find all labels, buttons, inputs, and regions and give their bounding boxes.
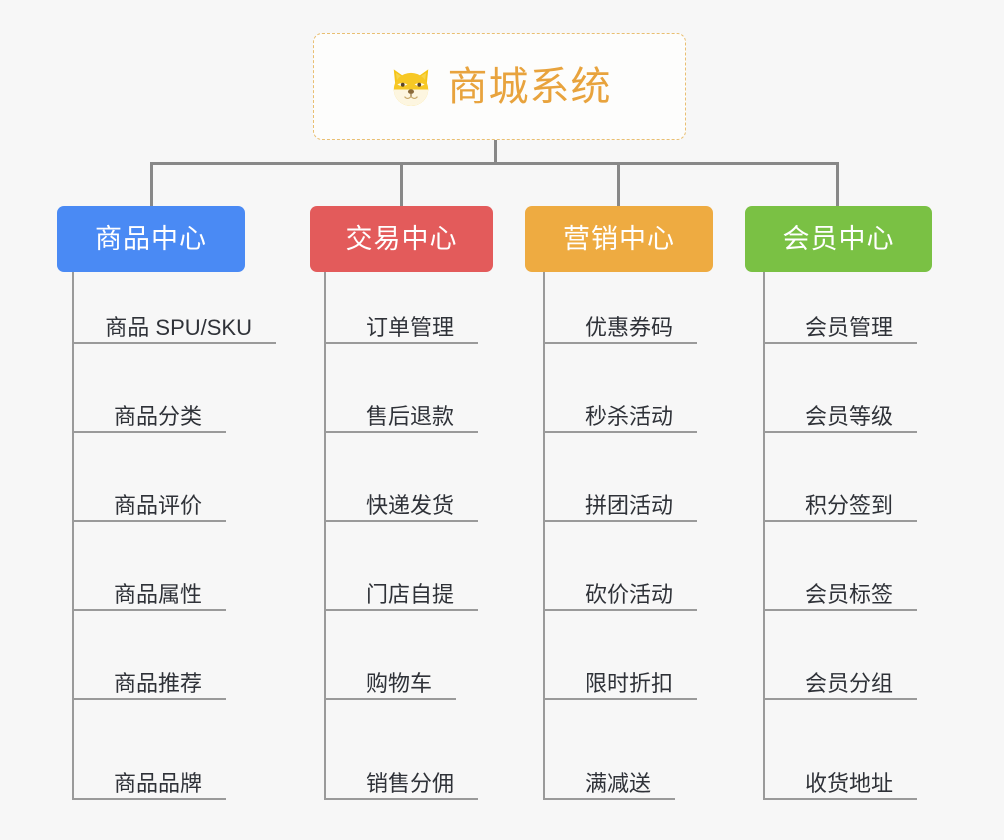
leaf-item-2-2[interactable]: 售后退款: [324, 387, 478, 433]
leaf-item-2-4[interactable]: 门店自提: [324, 565, 478, 611]
branch-header-marketing-center[interactable]: 营销中心: [525, 206, 713, 272]
leaf-item-label: 商品评价: [113, 492, 202, 518]
leaf-item-label: 订单管理: [365, 314, 454, 340]
leaf-item-1-5[interactable]: 商品推荐: [72, 654, 226, 700]
leaf-item-label: 商品 SPU/SKU: [105, 314, 252, 340]
leaf-item-label: 限时折扣: [584, 670, 673, 696]
leaf-item-label: 会员标签: [804, 581, 893, 607]
branch-trunk-3: [543, 272, 545, 800]
leaf-item-label: 商品品牌: [113, 770, 202, 796]
branch-trunk-2: [324, 272, 326, 800]
leaf-item-label: 购物车: [365, 670, 432, 696]
leaf-item-4-4[interactable]: 会员标签: [763, 565, 917, 611]
leaf-item-4-1[interactable]: 会员管理: [763, 298, 917, 344]
shiba-dog-face-icon: [393, 68, 428, 106]
branch-trunk-4: [763, 272, 765, 800]
leaf-item-3-5[interactable]: 限时折扣: [543, 654, 697, 700]
leaf-item-2-5[interactable]: 购物车: [324, 654, 456, 700]
leaf-item-label: 会员分组: [804, 670, 893, 696]
leaf-item-label: 秒杀活动: [584, 403, 673, 429]
leaf-item-1-2[interactable]: 商品分类: [72, 387, 226, 433]
leaf-item-label: 商品分类: [113, 403, 202, 429]
leaf-item-1-1[interactable]: 商品 SPU/SKU: [72, 298, 276, 344]
connector-drop-3: [617, 162, 620, 207]
branch-header-trade-center[interactable]: 交易中心: [310, 206, 493, 272]
leaf-item-4-3[interactable]: 积分签到: [763, 476, 917, 522]
root-node-label: 商城系统: [447, 64, 612, 109]
leaf-item-4-2[interactable]: 会员等级: [763, 387, 917, 433]
branch-header-label: 商品中心: [95, 223, 207, 254]
branch-header-product-center[interactable]: 商品中心: [57, 206, 245, 272]
connector-drop-2: [400, 162, 403, 207]
leaf-item-3-4[interactable]: 砍价活动: [543, 565, 697, 611]
leaf-item-4-5[interactable]: 会员分组: [763, 654, 917, 700]
leaf-item-label: 商品推荐: [113, 670, 202, 696]
connector-horizontal-bus: [150, 162, 839, 165]
leaf-item-label: 拼团活动: [584, 492, 673, 518]
leaf-item-label: 销售分佣: [365, 770, 454, 796]
branch-header-label: 交易中心: [345, 223, 458, 254]
leaf-item-label: 优惠券码: [584, 314, 673, 340]
leaf-item-2-6[interactable]: 销售分佣: [324, 754, 478, 800]
leaf-item-label: 会员等级: [804, 403, 893, 429]
leaf-item-3-2[interactable]: 秒杀活动: [543, 387, 697, 433]
leaf-item-4-6[interactable]: 收货地址: [763, 754, 917, 800]
leaf-item-label: 砍价活动: [584, 581, 673, 607]
leaf-item-2-1[interactable]: 订单管理: [324, 298, 478, 344]
leaf-item-label: 积分签到: [804, 492, 893, 518]
connector-drop-4: [836, 162, 839, 207]
leaf-item-label: 商品属性: [113, 581, 202, 607]
leaf-item-3-3[interactable]: 拼团活动: [543, 476, 697, 522]
leaf-item-label: 会员管理: [804, 314, 893, 340]
leaf-item-label: 售后退款: [365, 403, 454, 429]
branch-header-member-center[interactable]: 会员中心: [745, 206, 932, 272]
leaf-item-label: 快递发货: [365, 492, 454, 518]
root-node-mall-system[interactable]: 商城系统: [313, 33, 686, 140]
leaf-item-label: 门店自提: [365, 581, 454, 607]
leaf-item-2-3[interactable]: 快递发货: [324, 476, 478, 522]
branch-trunk-1: [72, 272, 74, 800]
leaf-item-label: 满减送: [584, 770, 651, 796]
leaf-item-1-4[interactable]: 商品属性: [72, 565, 226, 611]
leaf-item-3-6[interactable]: 满减送: [543, 754, 675, 800]
leaf-item-3-1[interactable]: 优惠券码: [543, 298, 697, 344]
branch-header-label: 营销中心: [563, 223, 675, 254]
branch-header-label: 会员中心: [782, 223, 895, 254]
connector-drop-1: [150, 162, 153, 207]
connector-root-stem: [494, 140, 497, 164]
leaf-item-1-6[interactable]: 商品品牌: [72, 754, 226, 800]
leaf-item-label: 收货地址: [804, 770, 893, 796]
leaf-item-1-3[interactable]: 商品评价: [72, 476, 226, 522]
